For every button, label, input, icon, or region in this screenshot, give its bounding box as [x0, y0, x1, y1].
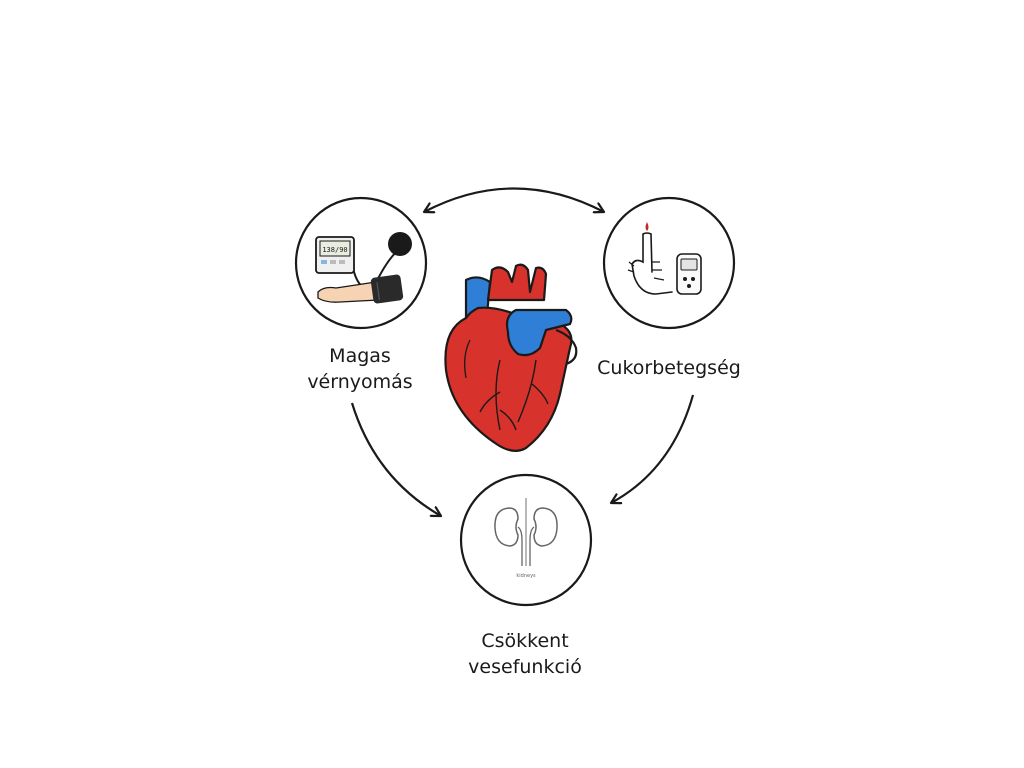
node-circle-diabetes — [602, 196, 736, 330]
label-line: Magas — [329, 345, 391, 367]
label-high-blood-pressure: Magas vérnyomás — [290, 343, 430, 395]
label-line: vesefunkció — [468, 656, 582, 678]
label-reduced-kidney-function: Csökkent vesefunkció — [440, 628, 610, 680]
arrow-bp-diabetes — [424, 187, 604, 213]
blood-pressure-monitor-icon: 138/90 — [315, 232, 412, 304]
label-line: vérnyomás — [307, 371, 413, 393]
finger-prick-glucose-meter-icon — [627, 222, 702, 295]
monitor-reading: 138/90 — [322, 246, 347, 254]
heart-icon — [444, 263, 578, 452]
label-line: Cukorbetegség — [597, 357, 741, 379]
arrow-diabetes-kidney — [611, 394, 695, 503]
kidneys-icon: kidneys — [494, 498, 558, 579]
label-line: Csökkent — [481, 630, 569, 652]
label-diabetes: Cukorbetegség — [584, 355, 754, 381]
arrow-bp-kidney — [350, 402, 441, 516]
kidney-icon-caption: kidneys — [516, 573, 536, 579]
